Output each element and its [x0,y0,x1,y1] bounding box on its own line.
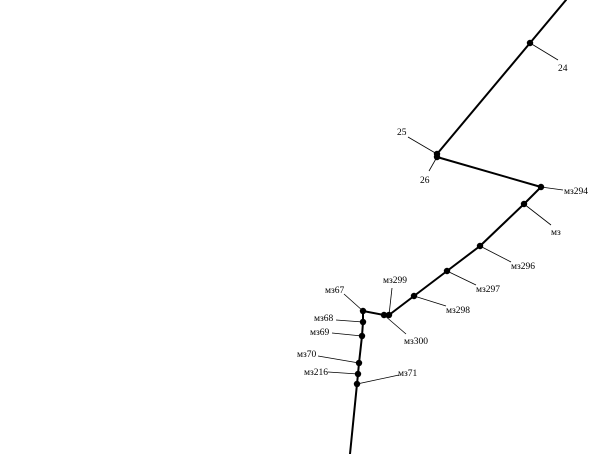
leader-line-n216 [327,371,359,375]
node-label-n294: мз294 [564,187,588,197]
leader-line-n70 [317,355,360,364]
node-label-n25: 25 [397,128,407,138]
node-label-n68: мз68 [314,314,334,324]
node-label-n297: мз297 [476,285,500,295]
node-label-nmz: мз [551,228,561,238]
node-markers [353,39,545,388]
node-label-n216: мз216 [304,368,328,378]
leader-line-n69 [331,332,363,337]
leader-line-nmz [523,203,552,226]
node-marker-nmz[interactable] [520,200,528,208]
node-label-n70: мз70 [297,350,317,360]
node-marker-n68[interactable] [359,318,367,326]
node-label-n71: мз71 [398,369,418,379]
node-label-n67: мз67 [325,286,345,296]
leader-line-n299 [388,287,393,316]
leader-line-n294 [540,186,564,191]
node-marker-n67[interactable] [359,307,367,315]
leader-line-n24 [529,42,559,61]
node-label-n300: мз300 [404,337,428,347]
node-label-n26: 26 [420,176,430,186]
node-marker-n69[interactable] [358,332,366,340]
node-labels: 24 25 26 мз294 мз мз296 мз297 мз298 мз299 мз300 мз… [297,64,588,379]
node-marker-n26[interactable] [433,153,441,161]
node-label-n296: мз296 [511,262,535,272]
node-label-n69: мз69 [310,328,330,338]
node-marker-n297[interactable] [443,267,451,275]
leader-line-n68 [335,319,364,323]
node-marker-n70[interactable] [355,359,363,367]
node-label-n299: мз299 [383,276,407,286]
leader-line-n297 [446,270,477,286]
node-label-n298: мз298 [446,306,470,316]
node-marker-n71[interactable] [353,380,361,388]
node-marker-n296[interactable] [476,242,484,250]
node-marker-n299[interactable] [385,311,393,319]
leader-line-n71 [356,374,400,385]
node-marker-n300[interactable] [380,311,388,319]
node-marker-n298[interactable] [410,292,418,300]
leader-line-n67 [343,293,364,312]
node-marker-n216[interactable] [354,370,362,378]
leader-line-n296 [479,245,512,263]
node-marker-n294[interactable] [537,183,545,191]
leader-line-n298 [413,295,447,307]
leader-line-n25 [407,136,438,155]
leader-line-n300 [383,314,407,335]
node-marker-n24[interactable] [526,39,534,47]
node-label-n24: 24 [558,64,568,74]
